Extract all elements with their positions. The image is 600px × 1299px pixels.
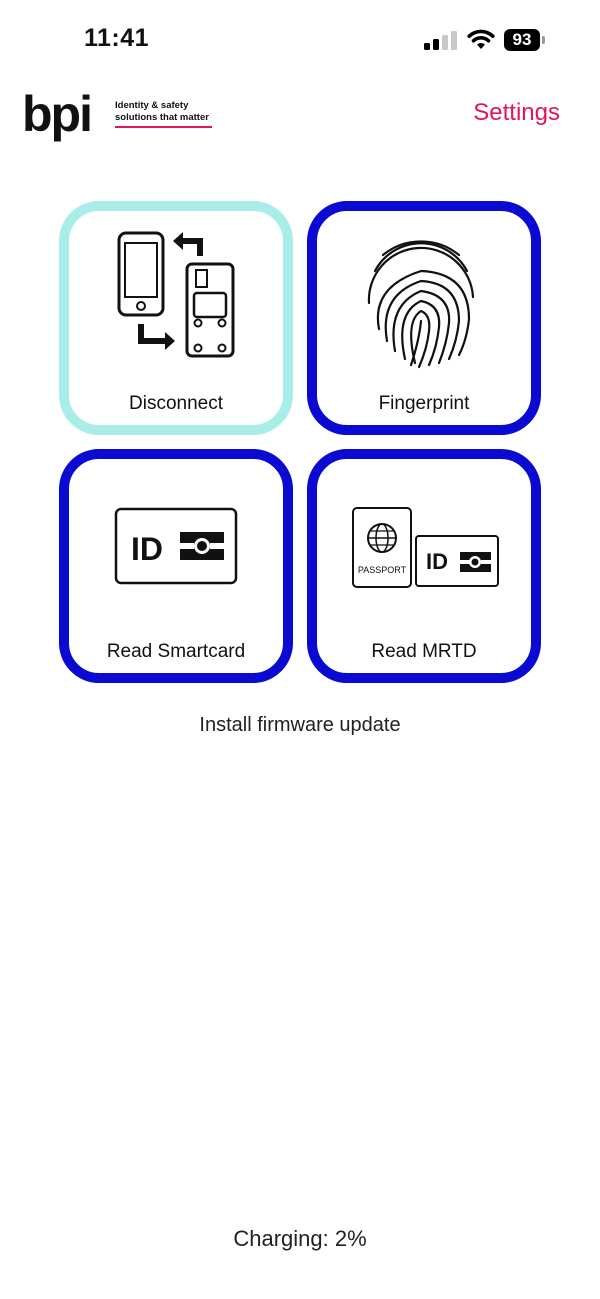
id-card-icon: ID	[114, 507, 238, 585]
battery-icon: 93	[504, 29, 540, 51]
tagline-underline	[115, 126, 212, 128]
read-mrtd-tile[interactable]: PASSPORT ID Read MRTD	[307, 449, 541, 683]
tagline-line-2: solutions that matter	[115, 112, 209, 123]
mrtd-id-text: ID	[426, 549, 448, 574]
read-smartcard-tile[interactable]: ID Read Smartcard	[59, 449, 293, 683]
disconnect-tile[interactable]: Disconnect	[59, 201, 293, 435]
wifi-icon	[467, 29, 495, 49]
settings-button[interactable]: Settings	[473, 99, 560, 126]
id-card-text: ID	[131, 531, 163, 567]
charging-status: Charging: 2%	[233, 1226, 367, 1251]
read-mrtd-label: Read MRTD	[371, 641, 477, 662]
status-bar: 11:41 93	[0, 0, 600, 80]
fingerprint-icon	[367, 240, 475, 369]
status-time: 11:41	[84, 24, 150, 52]
fingerprint-label: Fingerprint	[378, 393, 470, 414]
phone-reader-sync-icon	[117, 231, 235, 358]
cellular-signal-icon	[424, 31, 457, 50]
passport-id-icon: PASSPORT ID	[352, 507, 499, 588]
bpi-logo: bpi	[22, 86, 93, 142]
disconnect-label: Disconnect	[129, 393, 223, 414]
install-firmware-update-button[interactable]: Install firmware update	[199, 714, 401, 736]
read-smartcard-label: Read Smartcard	[106, 641, 246, 662]
tagline-line-1: Identity & safety	[115, 100, 189, 111]
brand-tagline: Identity & safety solutions that matter	[115, 100, 209, 124]
battery-tip	[542, 36, 545, 44]
fingerprint-tile[interactable]: Fingerprint	[307, 201, 541, 435]
passport-text: PASSPORT	[358, 565, 407, 575]
